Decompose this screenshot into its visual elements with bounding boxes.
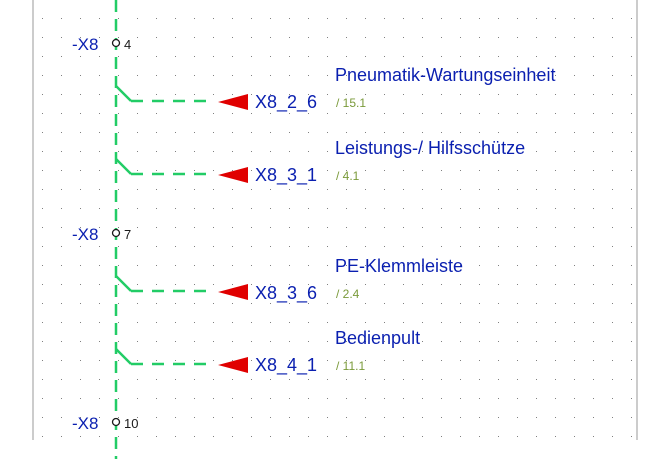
terminal-x8-4[interactable]: -X8 4 bbox=[72, 35, 131, 54]
terminal-pin-number: 10 bbox=[124, 416, 138, 431]
branch-x8-3-6[interactable]: PE-Klemmleiste X8_3_6 / 2.4 bbox=[218, 256, 463, 304]
red-arrow-icon bbox=[218, 94, 248, 110]
branch-tap-3 bbox=[115, 275, 132, 292]
branch-page-reference: / 15.1 bbox=[336, 96, 366, 110]
branch-description: Pneumatik-Wartungseinheit bbox=[335, 65, 555, 85]
branch-target-label: X8_3_1 bbox=[255, 165, 317, 186]
branch-tap-4 bbox=[115, 348, 132, 365]
branch-page-reference: / 2.4 bbox=[336, 287, 360, 301]
terminal-pin-number: 4 bbox=[124, 37, 131, 52]
terminal-connection-point bbox=[111, 228, 121, 238]
terminal-x8-7[interactable]: -X8 7 bbox=[72, 225, 131, 244]
branch-description: Leistungs-/ Hilfsschütze bbox=[335, 138, 525, 158]
terminal-connection-point bbox=[111, 417, 121, 427]
branch-tap-1 bbox=[115, 85, 132, 102]
terminal-x8-10[interactable]: -X8 10 bbox=[72, 414, 138, 433]
terminal-name: -X8 bbox=[72, 225, 98, 244]
branch-x8-3-1[interactable]: Leistungs-/ Hilfsschütze X8_3_1 / 4.1 bbox=[218, 138, 525, 186]
branch-target-label: X8_3_6 bbox=[255, 283, 317, 304]
branch-target-label: X8_4_1 bbox=[255, 355, 317, 376]
terminal-name: -X8 bbox=[72, 35, 98, 54]
branch-target-label: X8_2_6 bbox=[255, 92, 317, 113]
branch-x8-4-1[interactable]: Bedienpult X8_4_1 / 11.1 bbox=[218, 328, 420, 376]
terminal-connection-point bbox=[111, 38, 121, 48]
branch-description: PE-Klemmleiste bbox=[335, 256, 463, 276]
red-arrow-icon bbox=[218, 284, 248, 300]
terminal-pin-number: 7 bbox=[124, 227, 131, 242]
branch-description: Bedienpult bbox=[335, 328, 420, 348]
branch-page-reference: / 11.1 bbox=[336, 359, 365, 373]
red-arrow-icon bbox=[218, 167, 248, 183]
red-arrow-icon bbox=[218, 357, 248, 373]
dot-grid bbox=[42, 18, 632, 437]
branch-tap-2 bbox=[115, 158, 132, 175]
branch-page-reference: / 4.1 bbox=[336, 169, 360, 183]
terminal-name: -X8 bbox=[72, 414, 98, 433]
branch-x8-2-6[interactable]: Pneumatik-Wartungseinheit X8_2_6 / 15.1 bbox=[218, 65, 555, 113]
